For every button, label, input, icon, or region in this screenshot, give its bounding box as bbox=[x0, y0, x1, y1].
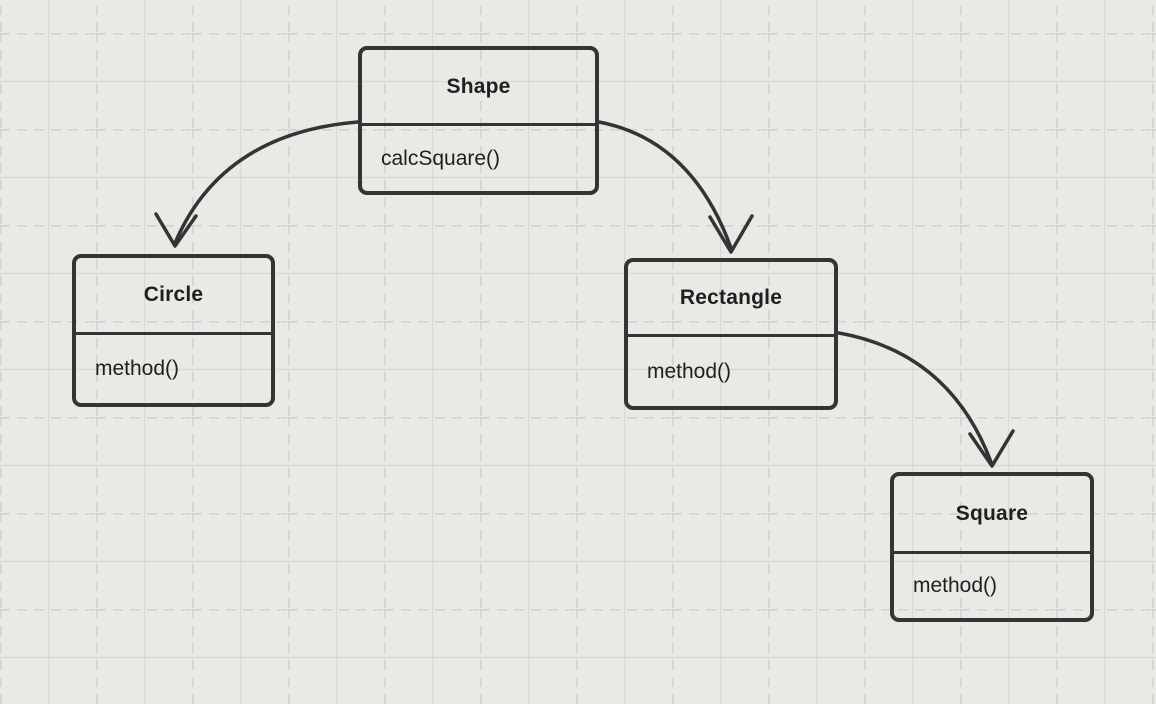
class-node-square[interactable]: Square method() bbox=[890, 472, 1094, 622]
inheritance-arrow-rectangle-to-square[interactable] bbox=[837, 331, 1015, 468]
inheritance-arrow-shape-to-rectangle[interactable] bbox=[597, 120, 754, 254]
class-node-rectangle[interactable]: Rectangle method() bbox=[624, 258, 838, 410]
class-title: Shape bbox=[362, 50, 595, 126]
class-method: method() bbox=[95, 357, 180, 380]
arrow-curve bbox=[597, 120, 733, 250]
arrowhead-icon bbox=[968, 429, 1015, 468]
class-node-shape[interactable]: Shape calcSquare() bbox=[358, 46, 599, 195]
class-method: calcSquare() bbox=[381, 146, 501, 170]
class-method: method() bbox=[647, 359, 732, 383]
class-title: Square bbox=[894, 476, 1090, 554]
arrow-curve bbox=[837, 331, 993, 464]
class-method: method() bbox=[913, 574, 998, 597]
arrowhead-icon bbox=[154, 212, 198, 248]
class-node-circle[interactable]: Circle method() bbox=[72, 254, 275, 407]
class-title: Rectangle bbox=[628, 262, 834, 337]
inheritance-arrow-shape-to-circle[interactable] bbox=[154, 120, 360, 248]
class-title: Circle bbox=[76, 258, 271, 335]
arrowhead-icon bbox=[708, 214, 754, 254]
arrow-curve bbox=[173, 120, 360, 245]
